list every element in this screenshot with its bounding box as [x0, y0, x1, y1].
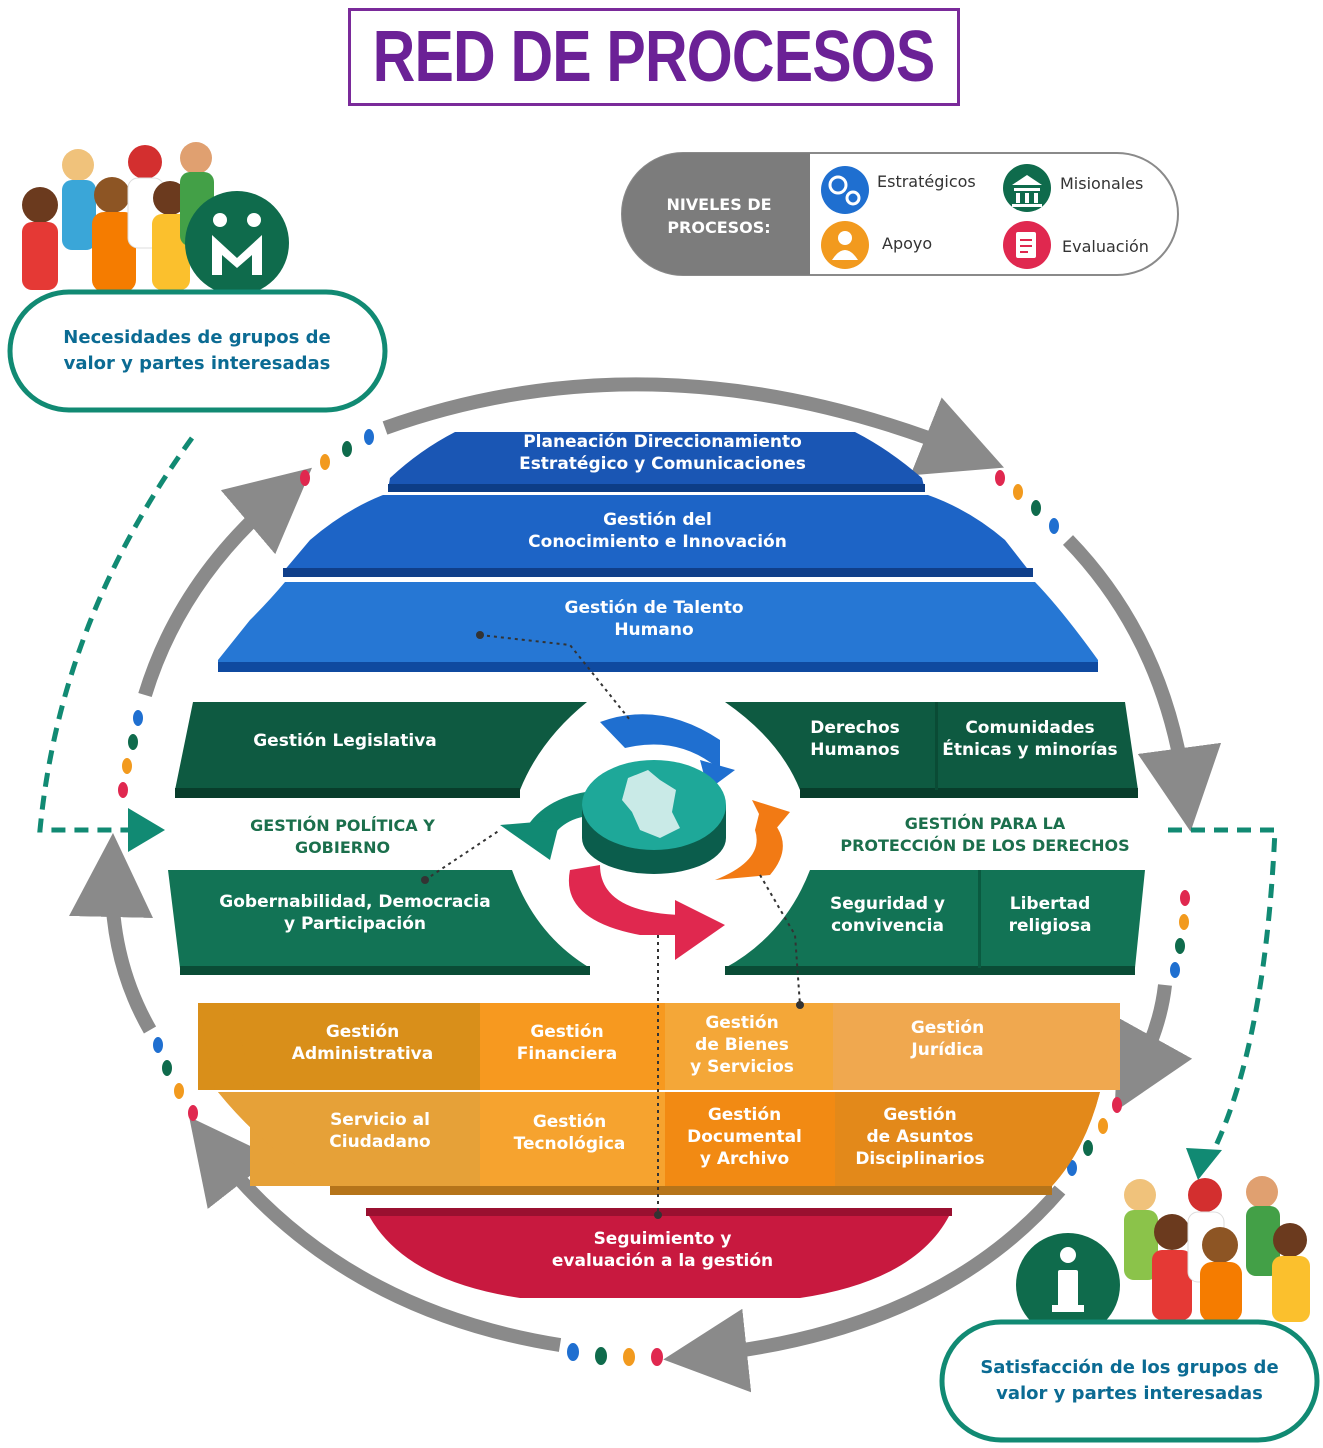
needs-pill — [7, 289, 388, 413]
process-conocimiento: Gestión del Conocimiento e Innovación — [528, 509, 787, 552]
needs-badge — [185, 191, 289, 295]
process-gestion-legislativa: Gestión Legislativa — [253, 730, 437, 751]
satisfaction-label: Satisfacción de los grupos de valor y pa… — [980, 1357, 1279, 1405]
band-evaluation — [366, 1210, 952, 1298]
process-comunidades-etnicas: Comunidades Étnicas y minorías — [942, 717, 1118, 760]
process-seguimiento-evaluacion: Seguimiento y evaluación a la gestión — [551, 1228, 774, 1271]
info-icon — [1052, 1247, 1084, 1312]
dots-bottom — [567, 1343, 663, 1366]
legend-label-evaluacion: Evaluación — [1062, 237, 1149, 256]
band-misional-right-bottom — [725, 870, 1145, 968]
process-derechos-humanos: Derechos Humanos — [810, 717, 900, 760]
cycle-arrow-bottom-left — [189, 1116, 562, 1352]
cycle-arrow-top — [382, 377, 1005, 476]
people-group-bottom-right — [1115, 1176, 1320, 1322]
band-strategic-2 — [283, 495, 1030, 572]
people-group-top-left — [12, 142, 222, 295]
band-misional-left-top — [175, 702, 587, 790]
process-seguridad-convivencia: Seguridad y convivencia — [829, 893, 946, 936]
process-asuntos-disciplinarios: Gestión de Asuntos Disciplinarios — [855, 1104, 985, 1170]
satisfaction-pill — [939, 1319, 1320, 1443]
center-cycle — [500, 714, 790, 960]
band-strategic-3 — [218, 582, 1098, 668]
satisfaction-arrowhead — [1186, 1148, 1222, 1180]
participation-icon — [212, 213, 262, 275]
group-politica-gobierno: GESTIÓN POLÍTICA Y GOBIERNO — [250, 816, 435, 858]
band-strategic-1 — [388, 432, 925, 490]
process-talento-humano: Gestión de Talento Humano — [564, 597, 744, 640]
process-gestion-documental: Gestión Documental y Archivo — [687, 1104, 802, 1170]
legend-heading: NIVELES DE PROCESOS: — [666, 195, 772, 238]
band-misional-left-bottom — [168, 870, 590, 968]
process-gestion-tecnologica: Gestión Tecnológica — [513, 1111, 626, 1154]
title-box: RED DE PROCESOS — [348, 8, 960, 106]
cycle-arrow-left-upper — [138, 467, 312, 698]
legend-label-apoyo: Apoyo — [882, 234, 933, 253]
dots-bottom-right — [1067, 1097, 1122, 1176]
group-proteccion-derechos: GESTIÓN PARA LA PROTECCIÓN DE LOS DERECH… — [840, 814, 1130, 856]
cycle-arrows — [69, 377, 1222, 1393]
satisfaction-connector — [1168, 827, 1278, 1160]
dots-left — [118, 710, 143, 798]
dots-top-right — [995, 470, 1059, 534]
cycle-arrow-right-lower — [1114, 984, 1193, 1112]
process-gestion-juridica: Gestión Jurídica — [910, 1017, 985, 1060]
needs-arrowhead — [128, 808, 165, 852]
process-gestion-administrativa: Gestión Administrativa — [291, 1021, 434, 1064]
legend-label-estrategicos: Estratégicos — [877, 172, 976, 191]
process-planeacion: Planeación Direccionamiento Estratégico … — [519, 431, 806, 474]
needs-label: Necesidades de grupos de valor y partes … — [63, 327, 331, 375]
cycle-arrow-left-lower — [69, 833, 157, 1034]
cycle-arrow-pink — [568, 865, 680, 935]
dots-right — [1170, 890, 1190, 978]
process-gestion-financiera: Gestión Financiera — [516, 1021, 618, 1064]
dots-top-left — [300, 429, 374, 486]
cycle-arrow-blue — [600, 714, 720, 770]
cycle-arrow-right-upper — [1062, 535, 1222, 832]
process-servicio-ciudadano: Servicio al Ciudadano — [329, 1109, 431, 1152]
process-gobernabilidad: Gobernabilidad, Democracia y Participaci… — [219, 891, 491, 934]
cycle-arrow-bottom — [663, 1185, 1066, 1393]
process-bienes-servicios: Gestión de Bienes y Servicios — [690, 1012, 794, 1078]
legend-label-misionales: Misionales — [1060, 174, 1144, 193]
process-libertad-religiosa: Libertad religiosa — [1008, 893, 1092, 936]
page-title: RED DE PROCESOS — [373, 17, 936, 97]
dots-bottom-left — [153, 1037, 198, 1121]
band-misional-right-top — [725, 702, 1138, 790]
